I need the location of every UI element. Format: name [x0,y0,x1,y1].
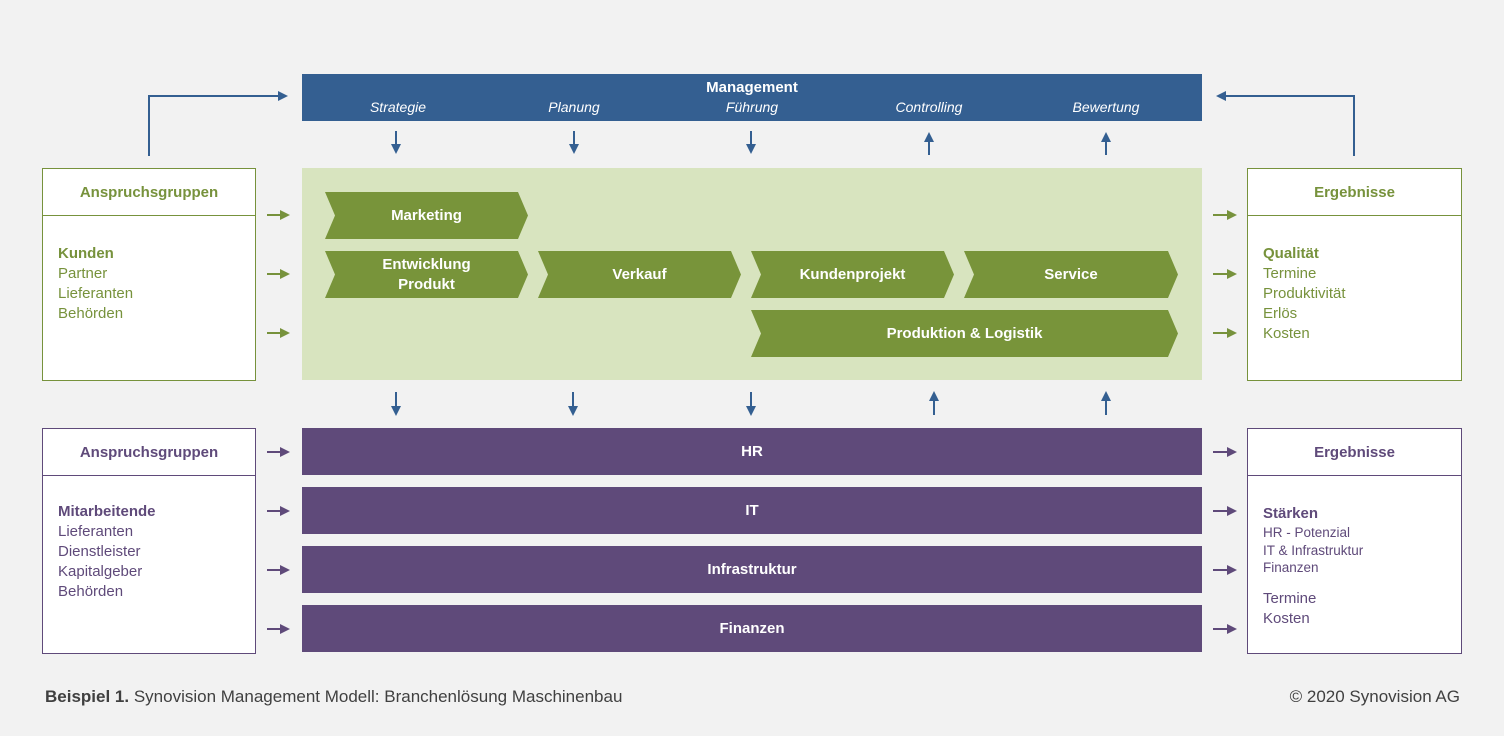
caption-label: Beispiel 1. [45,687,130,706]
loop-arrow-right [1216,91,1355,156]
process-marketing: Marketing [325,192,528,239]
stakeholder-box-internal: Anspruchsgruppen Mitarbeitende Lieferant… [42,428,256,654]
results-strength-item: Finanzen [1263,560,1319,575]
process-entwicklung-produkt: Entwicklung Produkt [325,251,528,298]
management-item-bewertung: Bewertung [1072,99,1140,115]
stakeholder-box-title: Anspruchsgruppen [43,169,255,216]
stakeholder-item: Lieferanten [58,523,134,540]
stakeholder-item: Partner [58,265,108,282]
management-item-planung: Planung [548,99,600,115]
results-box-title: Ergebnisse [1248,429,1461,476]
results-item: Qualität [1263,245,1319,262]
results-box-internal: Ergebnisse Stärken HR - Potenzial IT & I… [1247,428,1462,654]
copyright-notice: © 2020 Synovision AG [1289,687,1460,706]
support-hr: HR [302,428,1202,475]
stakeholder-box-customers: Anspruchsgruppen Kunden Partner Lieferan… [42,168,256,381]
results-strengths-head: Stärken [1263,505,1319,522]
management-bar: Management Strategie Planung Führung Con… [302,74,1202,121]
stakeholder-item: Lieferanten [58,285,134,302]
process-verkauf: Verkauf [538,251,741,298]
results-box-customers: Ergebnisse Qualität Termine Produktivitä… [1247,168,1462,381]
stakeholder-item: Mitarbeitende [58,503,156,520]
process-entwicklung-line1: Entwicklung [382,255,471,273]
results-item: Termine [1263,265,1317,282]
support-finanzen: Finanzen [302,605,1202,652]
results-item: Termine [1263,589,1317,607]
management-item-controlling: Controlling [895,99,963,115]
stakeholder-item: Behörden [58,305,124,322]
process-entwicklung-line2: Produkt [398,275,455,293]
results-item: Erlös [1263,305,1298,322]
results-strength-item: IT & Infrastruktur [1263,542,1364,558]
results-item: Kosten [1263,325,1310,342]
results-list: Stärken HR - Potenzial IT & Infrastruktu… [1263,504,1363,629]
results-strength-item: HR - Potenzial [1263,525,1351,540]
stakeholder-list: Mitarbeitende Lieferanten Dienstleister … [58,502,156,602]
process-produktion-logistik: Produktion & Logistik [751,310,1178,357]
management-item-strategie: Strategie [369,99,427,115]
results-item: Kosten [1263,609,1310,627]
stakeholder-item: Dienstleister [58,543,141,560]
results-list: Qualität Termine Produktivität Erlös Kos… [1263,244,1346,344]
results-item: Produktivität [1263,285,1346,302]
stakeholder-item: Kunden [58,245,114,262]
process-service: Service [964,251,1178,298]
stakeholder-item: Kapitalgeber [58,563,143,580]
support-infrastruktur: Infrastruktur [302,546,1202,593]
caption-text: Synovision Management Modell: Branchenlö… [129,687,623,706]
results-box-title: Ergebnisse [1248,169,1461,216]
loop-arrow-left [148,91,288,156]
process-kundenprojekt: Kundenprojekt [751,251,954,298]
stakeholder-box-title: Anspruchsgruppen [43,429,255,476]
management-title: Management [706,79,798,96]
stakeholder-list: Kunden Partner Lieferanten Behörden [58,244,133,324]
support-it: IT [302,487,1202,534]
management-item-fuehrung: Führung [725,99,779,115]
figure-caption: Beispiel 1. Synovision Management Modell… [45,687,622,707]
stakeholder-item: Behörden [58,583,124,600]
